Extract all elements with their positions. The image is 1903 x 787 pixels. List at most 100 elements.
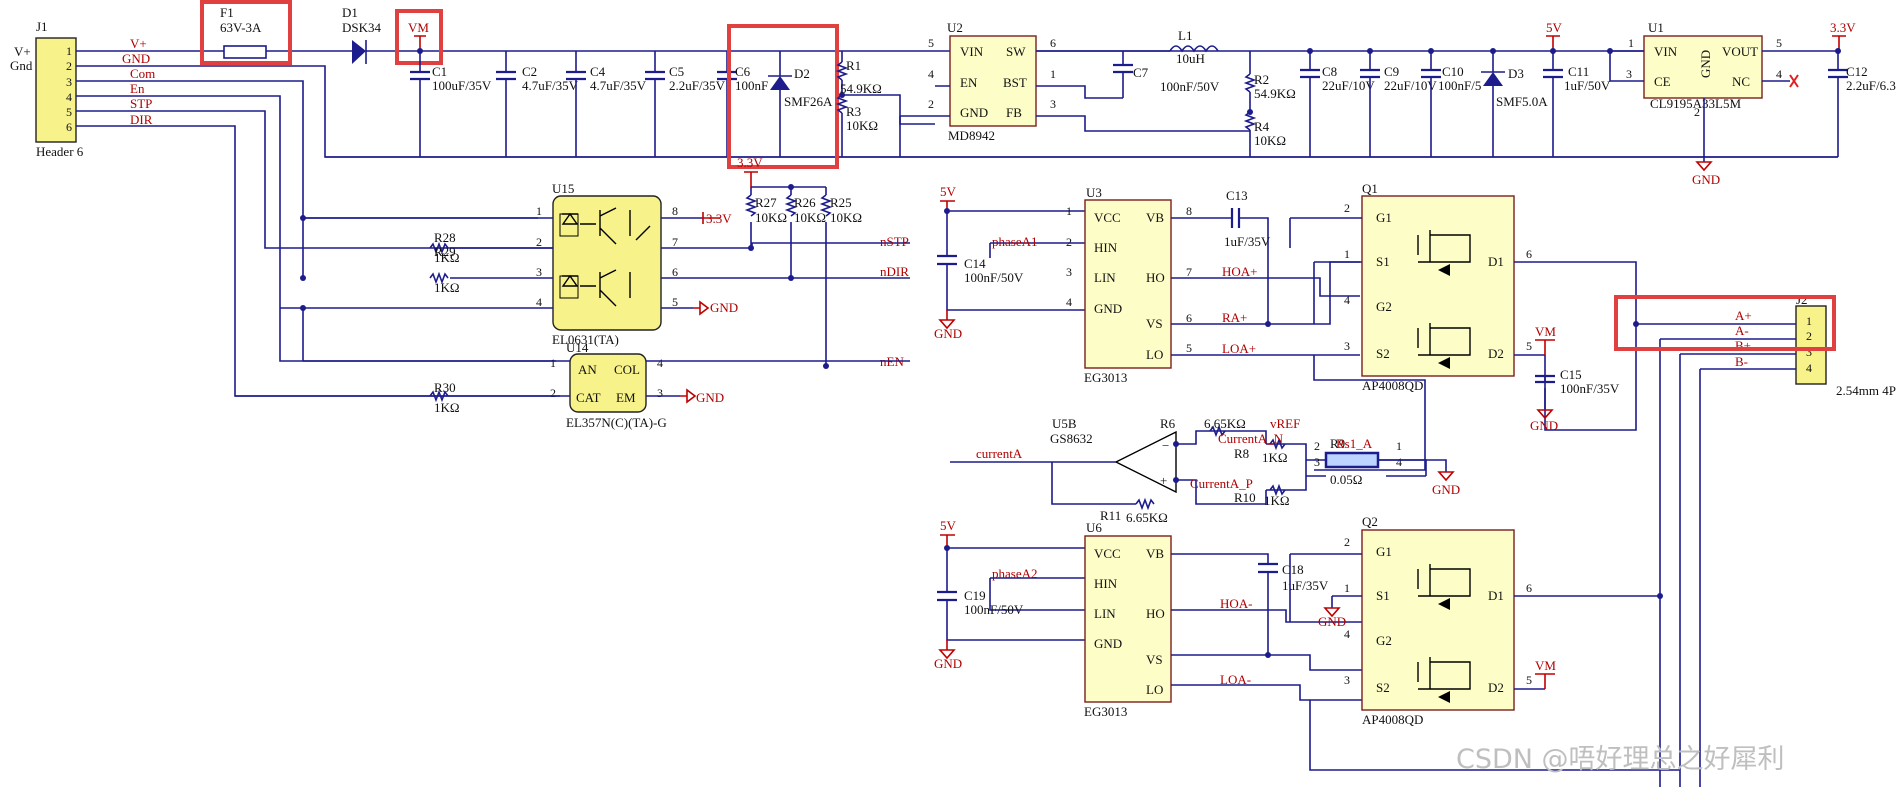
opto-u14: U14 AN CAT COL EM 1 2 4 3 EL357N(C)(TA)-… (235, 308, 910, 430)
u14-num2: 2 (550, 386, 556, 400)
u1-pin-ce: CE (1654, 74, 1671, 89)
u14-ref: U14 (566, 340, 589, 355)
connector-j2: J2 1 2 3 4 A+ A- B+ B- 2.54mm 4P (1614, 292, 1896, 787)
gnd-label-q2: GND (1318, 614, 1346, 629)
r2-ref: R2 (1254, 72, 1269, 87)
c19-ref: C19 (964, 588, 986, 603)
net-aminus: A- (1735, 323, 1749, 338)
c15-value: 100nF/35V (1560, 381, 1620, 396)
j1-ref: J1 (36, 19, 48, 34)
u3-pin-ho: HO (1146, 270, 1165, 285)
u2-pin-en: EN (960, 75, 978, 90)
net-dir: DIR (130, 112, 153, 127)
r6-value: 6.65KΩ (1204, 416, 1246, 431)
u3-num6: 6 (1186, 311, 1192, 325)
u15-ref: U15 (552, 181, 574, 196)
u1-pin-vin: VIN (1654, 44, 1678, 59)
tvs-d3-symbol (1483, 72, 1503, 86)
ic-u3: 5V GND C14 100nF/50V phaseA1 U3 VCC HIN … (934, 184, 1360, 385)
q2-num1: 1 (1344, 581, 1350, 595)
net-vref: vREF (1270, 416, 1300, 431)
c18-ref: C18 (1282, 562, 1304, 577)
rail-3v3-top: 3.3V (1830, 20, 1856, 35)
mosfet-q2: Q2 G1 S1 G2 S2 D1 D2 2 1 4 3 6 5 AP4008Q… (1289, 514, 1680, 771)
u14-name: EL357N(C)(TA)-G (566, 415, 667, 430)
r30-value: 1KΩ (434, 400, 460, 415)
u1-num4: 4 (1776, 67, 1782, 81)
nc-cross (1789, 74, 1799, 88)
r8-value: 1KΩ (1262, 450, 1288, 465)
net-ndir: nDIR (880, 264, 909, 279)
j1-body (35, 37, 77, 143)
rail-5v-u3: 5V (940, 184, 957, 199)
u1-pin-gnd: GND (1698, 50, 1713, 78)
c19-value: 100nF/50V (964, 602, 1024, 617)
c9-ref: C9 (1384, 64, 1399, 79)
c7-ref: C7 (1133, 65, 1149, 80)
d3-value: SMF5.0A (1496, 94, 1548, 109)
u3-name: EG3013 (1084, 370, 1127, 385)
c6-ref: C6 (735, 64, 751, 79)
r9-num2: 2 (1314, 439, 1320, 453)
c4-ref: C4 (590, 64, 606, 79)
j1-pin4: 4 (66, 90, 72, 104)
f1-ref: F1 (220, 5, 234, 20)
u2-num6: 6 (1050, 36, 1056, 50)
u15-pin2: 2 (536, 235, 542, 249)
ic-u1: U1 VIN CE GND VOUT NC 1 3 2 5 4 CL9195A3… (1607, 20, 1896, 187)
u5b-ref: U5B (1052, 416, 1077, 431)
q2-num5: 5 (1526, 673, 1532, 687)
c1-ref: C1 (432, 64, 447, 79)
u3-pin-vcc: VCC (1094, 210, 1121, 225)
u3-pin-gnd: GND (1094, 301, 1122, 316)
watermark: CSDN @唔好理总之好犀利 (1456, 744, 1785, 775)
u6-pin-vs: VS (1146, 652, 1163, 667)
u14-pin-an: AN (578, 362, 597, 377)
net-gnd: GND (122, 51, 150, 66)
q2-body (1361, 529, 1515, 711)
q1-num6: 6 (1526, 247, 1532, 261)
q2-pin-d2: D2 (1488, 680, 1504, 695)
r2-value: 54.9KΩ (1254, 86, 1296, 101)
r9-value: 0.05Ω (1330, 472, 1362, 487)
r4-ref: R4 (1254, 119, 1270, 134)
rail-3v3-pullup: 3.3V (737, 155, 763, 170)
j2-ref: J2 (1796, 292, 1808, 307)
highlight-j2 (1614, 295, 1836, 351)
ic-u2: U2 VIN EN GND SW BST FB 5 4 2 6 1 3 MD89… (899, 20, 1250, 157)
u3-num1: 1 (1066, 204, 1072, 218)
divider-r2-r4: R2 54.9KΩ R4 10KΩ (1243, 51, 1296, 157)
u3-num7: 7 (1186, 265, 1192, 279)
rail-3v3-opto: 3.3V (706, 211, 732, 226)
u14-pin-col: COL (614, 362, 640, 377)
q1-num3: 3 (1344, 339, 1350, 353)
net-hoa-minus: HOA- (1220, 596, 1253, 611)
u6-pin-lo: LO (1146, 682, 1163, 697)
u6-pin-hin: HIN (1094, 576, 1118, 591)
net-hoa-plus: HOA+ (1222, 264, 1258, 279)
u14-num3: 3 (657, 386, 663, 400)
r26-ref: R26 (794, 195, 816, 210)
c10-value: 100nF/5 (1438, 78, 1481, 93)
q1-pin-g1: G1 (1376, 210, 1392, 225)
u1-num5: 5 (1776, 36, 1782, 50)
u3-ref: U3 (1086, 185, 1102, 200)
u6-name: EG3013 (1084, 704, 1127, 719)
r27-ref: R27 (755, 195, 777, 210)
c2-ref: C2 (522, 64, 537, 79)
j1-pin1: 1 (66, 44, 72, 58)
r11-ref: R11 (1100, 508, 1121, 523)
j2-body (1795, 305, 1827, 385)
opamp-symbol (1114, 430, 1177, 494)
phaseA2-label: phaseA2 (992, 566, 1038, 581)
r27-value: 10KΩ (755, 210, 787, 225)
j1-pin5: 5 (66, 105, 72, 119)
u15-pin6: 6 (672, 265, 678, 279)
u2-ref: U2 (947, 20, 963, 35)
q2-num4: 4 (1344, 627, 1350, 641)
u14-num4: 4 (657, 356, 663, 370)
j2-pin1: 1 (1806, 314, 1812, 328)
u14-pin-cat: CAT (576, 390, 601, 405)
r26-value: 10KΩ (794, 210, 826, 225)
c11-value: 1uF/50V (1564, 78, 1611, 93)
